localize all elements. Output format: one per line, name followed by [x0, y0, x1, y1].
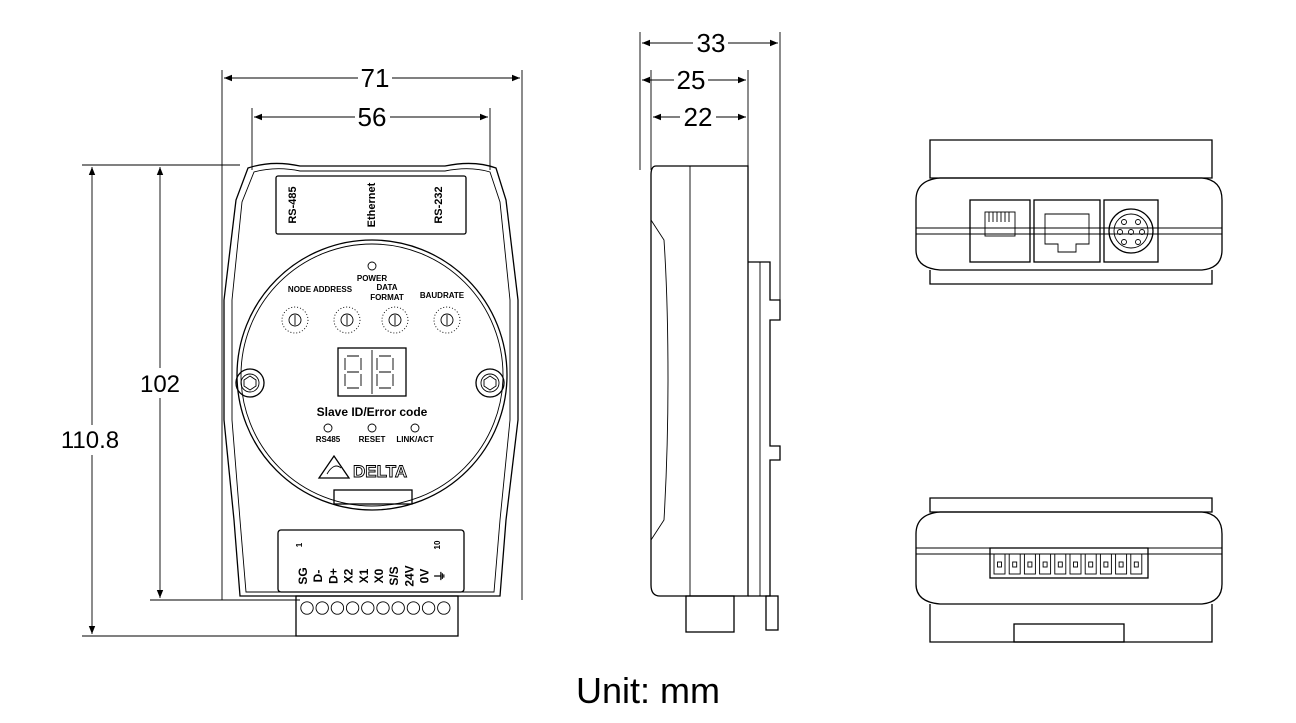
dim-22-label: 22 — [684, 102, 713, 132]
dimension-110-8: 110.8 — [61, 167, 119, 634]
unit-label: Unit: mm — [576, 670, 720, 711]
label-slot — [333, 489, 413, 505]
terminal-label-2: D- — [311, 570, 325, 583]
bottom-pin-hole-8 — [1103, 561, 1109, 568]
terminal-screw-4 — [345, 601, 360, 615]
terminal-screw-3 — [330, 601, 345, 615]
top-view — [915, 139, 1223, 285]
terminal-screw-5 — [361, 601, 375, 615]
port-label-box — [275, 175, 467, 235]
data-format-label-2: FORMAT — [370, 293, 404, 302]
bottom-pin-7 — [1084, 553, 1097, 575]
side-view: 33 25 22 — [639, 28, 781, 633]
rs485-led — [323, 423, 333, 433]
bottom-pin-hole-5 — [1057, 561, 1063, 568]
terminal-label-3: D+ — [326, 568, 340, 584]
dimension-22: 22 — [653, 102, 746, 132]
bottom-pin-10 — [1130, 553, 1143, 575]
dimension-25: 25 — [642, 65, 746, 95]
bottom-pin-2 — [1008, 553, 1021, 575]
rs485-led-label: RS485 — [316, 435, 341, 444]
port-ethernet-label: Ethernet — [366, 182, 378, 227]
bottom-pin-6 — [1069, 553, 1082, 575]
link-act-label: LINK/ACT — [396, 435, 433, 444]
dim-102-label: 102 — [140, 371, 180, 398]
node-address-switch-x1 — [333, 306, 361, 334]
dim-71-label: 71 — [361, 63, 390, 93]
baudrate-switch — [433, 306, 461, 334]
node-address-label: NODE ADDRESS — [288, 285, 353, 294]
bottom-pin-hole-10 — [1133, 561, 1139, 568]
terminal-label-4: X2 — [342, 568, 356, 583]
terminal-screw-6 — [376, 601, 390, 615]
terminal-screw-7 — [391, 601, 405, 615]
power-label: POWER — [357, 274, 387, 283]
left-mount-screw — [235, 368, 265, 398]
rs485-port — [969, 199, 1031, 263]
bottom-pin-1 — [993, 553, 1006, 575]
terminal-label-9: 0V — [418, 569, 432, 584]
reset-button — [367, 423, 377, 433]
port-rs232-label: RS-232 — [433, 186, 445, 223]
terminal-label-8: 24V — [402, 565, 416, 586]
bottom-pin-hole-7 — [1088, 561, 1094, 568]
bottom-pin-hole-9 — [1118, 561, 1124, 568]
reset-label: RESET — [359, 435, 386, 444]
bottom-pin-3 — [1023, 553, 1036, 575]
ethernet-port — [1033, 199, 1101, 263]
baudrate-label: BAUDRATE — [420, 291, 465, 300]
dimension-33: 33 — [642, 28, 778, 58]
terminal-label-10: ⏚ — [433, 570, 447, 582]
bottom-pin-4 — [1039, 553, 1052, 575]
seven-segment-display — [337, 347, 407, 397]
terminal-screw-2 — [315, 601, 329, 615]
terminal-label-1: SG — [296, 567, 310, 584]
node-address-switch-x10 — [281, 306, 309, 334]
bottom-pin-5 — [1054, 553, 1067, 575]
brand-label: DELTA — [353, 462, 407, 481]
terminal-label-box — [277, 529, 465, 593]
terminal-screws — [300, 601, 451, 615]
terminal-screw-1 — [300, 601, 314, 615]
bottom-terminal-pins — [993, 553, 1143, 575]
side-terminal-connector — [685, 595, 735, 633]
dim-25-label: 25 — [677, 65, 706, 95]
dim-110-8-label: 110.8 — [61, 427, 119, 454]
data-format-switch — [381, 306, 409, 334]
terminal-1-number: 1 — [295, 542, 304, 547]
terminal-label-7: S/S — [387, 566, 401, 585]
link-act-led — [410, 423, 420, 433]
terminal-label-6: X0 — [372, 568, 386, 583]
bottom-terminal-block — [989, 547, 1149, 579]
bottom-pin-hole-3 — [1027, 561, 1033, 568]
terminal-screw-8 — [406, 601, 421, 615]
dim-33-label: 33 — [697, 28, 726, 58]
port-rs485-label: RS-485 — [287, 186, 299, 223]
dimension-56: 56 — [254, 102, 488, 132]
terminal-label-5: X1 — [357, 568, 371, 583]
rs232-port — [1103, 199, 1159, 263]
dimension-71: 71 — [224, 63, 520, 93]
display-caption: Slave ID/Error code — [317, 405, 428, 419]
bottom-pin-9 — [1115, 553, 1128, 575]
bottom-pin-hole-2 — [1012, 561, 1018, 568]
terminal-screw-10 — [437, 601, 451, 615]
data-format-label-1: DATA — [376, 283, 397, 292]
terminal-block — [295, 595, 459, 637]
power-led — [367, 261, 377, 271]
front-view: 71 56 102 110.8 RS-485 Ethernet RS-232 — [61, 63, 523, 637]
delta-logo: DELTA — [317, 454, 408, 481]
right-mount-screw — [475, 368, 505, 398]
terminal-10-number: 10 — [433, 540, 442, 549]
dim-56-label: 56 — [358, 102, 387, 132]
terminal-screw-9 — [421, 601, 436, 615]
bottom-pin-hole-1 — [997, 561, 1002, 568]
bottom-pin-8 — [1099, 553, 1112, 575]
bottom-pin-hole-6 — [1073, 561, 1078, 568]
dimension-102: 102 — [140, 167, 180, 598]
bottom-pin-hole-4 — [1042, 561, 1048, 568]
bottom-view — [915, 497, 1223, 643]
